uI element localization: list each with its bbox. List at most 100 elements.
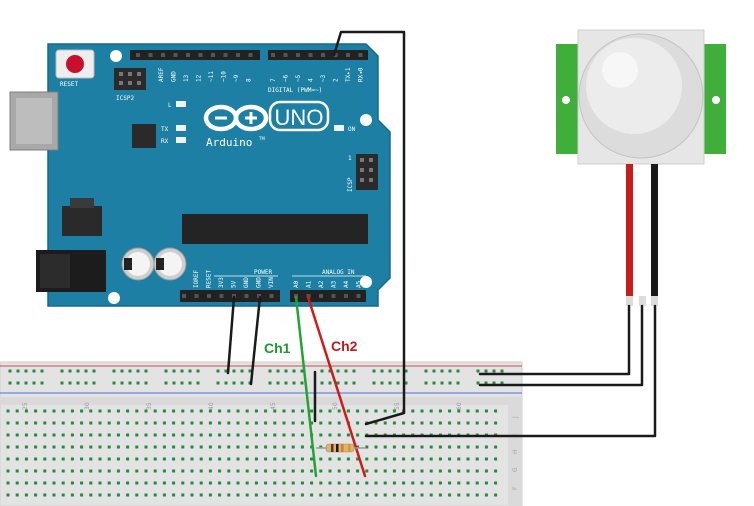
terminal-hole [484, 409, 488, 413]
terminal-hole [89, 493, 93, 497]
terminal-hole [411, 445, 415, 449]
header-pin [360, 178, 364, 182]
header-pin [346, 53, 350, 57]
terminal-hole [273, 469, 277, 473]
rail-hole [300, 381, 304, 385]
terminal-hole [24, 469, 28, 473]
rail-hole [328, 369, 332, 373]
usb-chip [132, 124, 156, 148]
terminal-hole [319, 493, 323, 497]
terminal-hole [116, 433, 120, 437]
terminal-hole [107, 457, 111, 461]
terminal-hole [116, 481, 120, 485]
terminal-hole [199, 493, 203, 497]
header-pin [211, 53, 215, 57]
terminal-hole [52, 433, 56, 437]
terminal-hole [98, 481, 102, 485]
rail-hole [380, 381, 384, 385]
rail-hole [188, 381, 192, 385]
rail-hole [144, 369, 148, 373]
rail-hole [476, 381, 480, 385]
terminal-hole [346, 481, 350, 485]
terminal-hole [300, 409, 304, 413]
terminal-hole [153, 445, 157, 449]
header-pin [128, 72, 132, 76]
rail-hole [232, 381, 236, 385]
terminal-hole [429, 421, 433, 425]
icsp-header [356, 154, 378, 190]
terminal-hole [24, 433, 28, 437]
terminal-hole [135, 409, 139, 413]
header-pin [319, 294, 323, 298]
terminal-hole [162, 421, 166, 425]
terminal-hole [144, 469, 148, 473]
terminal-hole [319, 421, 323, 425]
terminal-hole [328, 421, 332, 425]
terminal-hole [494, 421, 498, 425]
rail-hole [120, 369, 124, 373]
terminal-hole [89, 409, 93, 413]
terminal-hole [6, 421, 10, 425]
terminal-hole [494, 493, 498, 497]
terminal-hole [98, 469, 102, 473]
terminal-hole [254, 433, 258, 437]
icsp2-header [114, 68, 146, 90]
terminal-hole [61, 433, 65, 437]
header-pin [369, 168, 373, 172]
terminal-hole [392, 469, 396, 473]
rail-hole [352, 369, 356, 373]
terminal-hole [264, 409, 268, 413]
wire-gnd-to-rail [249, 295, 262, 386]
terminal-hole [70, 409, 74, 413]
terminal-hole [300, 457, 304, 461]
terminal-hole [116, 409, 120, 413]
terminal-hole [420, 493, 424, 497]
terminal-hole [429, 481, 433, 485]
rail-hole [164, 381, 168, 385]
rail-hole [328, 381, 332, 385]
terminal-hole [300, 421, 304, 425]
terminal-hole [494, 457, 498, 461]
led-tx [176, 125, 186, 131]
terminal-hole [438, 481, 442, 485]
terminal-hole [80, 433, 84, 437]
terminal-hole [172, 493, 176, 497]
terminal-hole [374, 409, 378, 413]
rail-hole [500, 381, 504, 385]
rail-hole [92, 381, 96, 385]
rail-hole [84, 369, 88, 373]
rail-hole [284, 369, 288, 373]
terminal-hole [319, 469, 323, 473]
terminal-hole [346, 409, 350, 413]
terminal-hole [61, 445, 65, 449]
terminal-hole [6, 445, 10, 449]
pir-dome-shade [586, 38, 682, 134]
wire-pir-vcc [478, 304, 631, 376]
terminal-hole [162, 445, 166, 449]
rail-hole [136, 381, 140, 385]
board-brand-tm: TM [258, 136, 265, 141]
terminal-hole [190, 445, 194, 449]
rail-hole [388, 369, 392, 373]
rail-hole [232, 369, 236, 373]
header-pin [137, 72, 141, 76]
terminal-hole [457, 421, 461, 425]
mounting-hole [108, 292, 120, 304]
terminal-hole [420, 445, 424, 449]
terminal-hole [282, 457, 286, 461]
rail-hole [172, 381, 176, 385]
terminal-hole [190, 433, 194, 437]
terminal-hole [438, 469, 442, 473]
header-pin [358, 53, 363, 57]
digital-pin-label: AREF [158, 67, 165, 82]
terminal-hole [411, 409, 415, 413]
terminal-hole [208, 457, 212, 461]
digital-pin-label: RX◂0 [358, 67, 365, 82]
rail-hole [180, 381, 184, 385]
terminal-hole [6, 481, 10, 485]
rail-hole [500, 369, 504, 373]
header-pin [136, 53, 140, 57]
rail-hole [284, 381, 288, 385]
terminal-hole [254, 493, 258, 497]
column-number: 50 [332, 402, 339, 410]
